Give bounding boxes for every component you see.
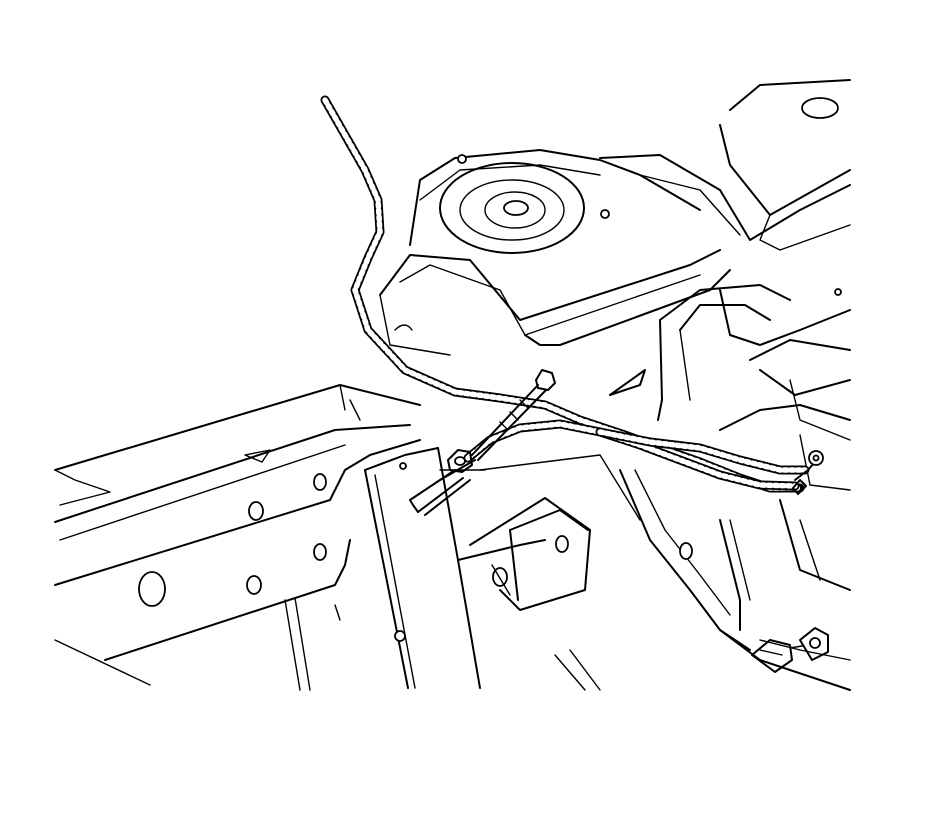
retaining-bolt bbox=[471, 369, 556, 461]
spring-seat bbox=[379, 149, 731, 356]
mounting-bracket bbox=[469, 497, 591, 611]
frame-hole bbox=[313, 543, 327, 561]
spring-seat-outer bbox=[439, 162, 585, 254]
frame-hole bbox=[313, 473, 327, 491]
frame-rail bbox=[54, 384, 421, 691]
frame-hole bbox=[248, 501, 264, 521]
frame-hole bbox=[138, 571, 166, 607]
frame-hole bbox=[246, 575, 262, 595]
hex-fasteners bbox=[751, 627, 829, 673]
body-structure bbox=[364, 447, 641, 691]
wiring-harness bbox=[320, 95, 810, 493]
body-structure bbox=[599, 79, 851, 491]
body-structure bbox=[619, 469, 851, 691]
ground-terminal bbox=[792, 450, 824, 495]
conduit-clip bbox=[409, 449, 476, 516]
